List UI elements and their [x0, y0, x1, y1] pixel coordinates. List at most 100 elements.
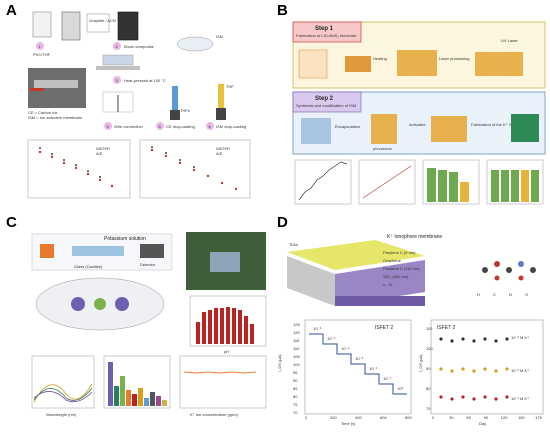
plot-a2-point: [193, 166, 195, 168]
d-layer-1: Parylene C (8 nm): [383, 250, 416, 255]
plot-a1-point: [50, 155, 54, 159]
b-bar: [531, 170, 539, 202]
plot-a2-point: [150, 148, 154, 152]
c-plot-3-xlabel: K⁺ ion concentration (ppm): [190, 412, 239, 417]
c-glass: Glass (Cavities): [74, 264, 103, 269]
b-plot-1-line: [298, 161, 348, 201]
c-ion-bar: [108, 362, 113, 406]
d-plot2-ytick: 70: [426, 406, 431, 411]
d-plot2-ytick: 80: [426, 386, 431, 391]
c-ion-3: [115, 297, 129, 311]
b-bar: [501, 170, 509, 202]
d-plot2-point: [461, 367, 465, 371]
plot-a2-point: [206, 174, 210, 178]
d-plot2-xtick: 60: [466, 415, 471, 420]
c-bar: [250, 324, 254, 344]
b-board-3: [431, 116, 467, 142]
vial-pvc: [32, 11, 52, 38]
b-bar: [511, 170, 519, 202]
d-plot2-point: [461, 337, 465, 341]
d-plot2-xtick: 120: [501, 415, 508, 420]
press-tool: [102, 54, 134, 66]
d-plot2-s3: 10⁻¹ M K⁺: [511, 396, 529, 401]
panel-a-label: A: [6, 2, 17, 19]
step1-sub: Fabrication of LIG-MoS₂ electrode: [296, 33, 357, 38]
d-atom: [518, 261, 524, 267]
b-laser: Laser processing: [439, 56, 469, 61]
d-plot2-point: [450, 369, 454, 373]
plot-a2-frame: [139, 139, 251, 199]
d-plot1-step-label: 10⁻⁶: [313, 326, 322, 331]
step-6-num: 6: [209, 124, 212, 129]
c-bar: [238, 310, 242, 344]
d-plot2-point: [472, 397, 476, 401]
c-bar: [196, 322, 200, 344]
b-bar: [460, 182, 469, 202]
c-ion-bar: [132, 394, 137, 406]
plot-a1-points: [38, 147, 114, 188]
step-label-ce: CE drop-casting: [166, 124, 195, 129]
b-ism-vial: [301, 118, 331, 144]
b-bar: [521, 170, 529, 202]
d-atom: [482, 267, 488, 273]
plot-a1-point: [62, 161, 66, 165]
b-electrodes: [371, 114, 397, 144]
c-curve: [33, 387, 93, 401]
panel-d-label: D: [277, 214, 288, 231]
d-plot2-ylabel: I_DS (μA): [418, 354, 423, 372]
d-plot1-ytick: 105: [293, 354, 300, 359]
plot-a1-point: [110, 184, 114, 188]
d-plot2-point: [450, 397, 454, 401]
c-ion-1: [71, 297, 85, 311]
c-ion-bar: [156, 396, 161, 406]
step1-title: Step 1: [315, 26, 334, 32]
c-ion-bars: [108, 362, 167, 406]
step-5-circle: [156, 122, 164, 130]
disc: [176, 36, 214, 52]
panel-d-figure: Ti/Au K⁺ Ionophore membrane Parylene C (…: [277, 234, 544, 426]
electrode-body: [34, 80, 78, 88]
d-plot1-xtick: 200: [330, 415, 337, 420]
c-cavity: [72, 246, 124, 256]
d-plot1-ytick: 70: [293, 410, 298, 415]
d-material: Ti/Au: [289, 242, 298, 247]
d-plot1-step-label: 10⁻⁵: [327, 336, 336, 341]
d-plot1-steps: [309, 333, 407, 395]
d-plot1-step-label: 10⁻⁴: [341, 346, 350, 351]
plot-a2-point: [164, 154, 168, 158]
b-activated: Activated: [409, 122, 425, 127]
d-plot1-ytick: 75: [293, 402, 298, 407]
plot-a1-point: [38, 150, 42, 154]
plot-a2-point: [178, 161, 182, 165]
d-layer-front: [335, 260, 425, 306]
c-detector: Detector: [140, 262, 156, 267]
c-ion-bar: [126, 390, 131, 406]
d-layer-3: Parylene C (115 nm): [383, 266, 420, 271]
d-plot1-ylabel: I_DS (μA): [277, 354, 282, 372]
d-plot2-ytick: 110: [426, 326, 433, 331]
panel-d: D Ti/Au K⁺ Ionophore membrane Parylene C…: [275, 212, 550, 432]
b-bar: [491, 170, 499, 202]
d-plot2-xtick: 30: [449, 415, 454, 420]
d-plot1-step-label: 10⁰: [397, 386, 403, 391]
d-layer-4: SiO₂ (300 nm): [383, 274, 409, 279]
d-atom: [494, 261, 500, 267]
d-atom-h: H: [477, 292, 480, 297]
c-ion-bar: [138, 388, 143, 406]
d-plot1-ytick: 85: [293, 386, 298, 391]
b-bar: [449, 172, 458, 202]
d-plot1-curve: [309, 333, 407, 395]
reagent-box: [86, 13, 110, 33]
electrode-ce: [170, 110, 180, 120]
tag-thf-2: THF: [226, 84, 234, 89]
d-layer-left: [287, 256, 335, 306]
legend-ism: ISM = Ion-selective membrane: [28, 115, 83, 120]
d-atom-o: O: [525, 292, 528, 297]
d-plot2-tag: ISFET 2: [437, 325, 455, 331]
d-layer-5: n - Si: [383, 282, 392, 287]
plot-a1-point: [39, 147, 41, 149]
wire-red: [30, 88, 44, 91]
b-fab: Fabrication of the K⁺ ISM: [471, 122, 516, 127]
